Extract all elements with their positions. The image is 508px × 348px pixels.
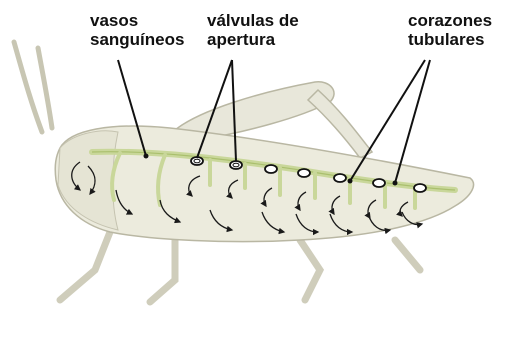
grasshopper-head xyxy=(58,131,118,230)
label-tubular-hearts-line-1: corazones xyxy=(408,11,492,30)
antennae xyxy=(14,42,52,132)
heart-pointer-dot xyxy=(348,179,353,184)
valve-opening xyxy=(298,169,310,177)
vessel-pointer-dot xyxy=(144,154,149,159)
label-blood-vessels-line-1: vasos xyxy=(90,11,184,30)
label-valves-line-1: válvulas de xyxy=(207,11,299,30)
label-tubular-hearts: corazones tubulares xyxy=(408,11,492,49)
label-tubular-hearts-line-2: tubulares xyxy=(408,30,492,49)
label-valves: válvulas de apertura xyxy=(207,11,299,49)
label-blood-vessels-line-2: sanguíneos xyxy=(90,30,184,49)
legs xyxy=(60,232,420,302)
valve-opening xyxy=(265,165,277,173)
valve-opening xyxy=(191,157,203,165)
valve-opening xyxy=(230,161,242,169)
valve-opening xyxy=(373,179,385,187)
label-valves-line-2: apertura xyxy=(207,30,299,49)
valve-opening xyxy=(334,174,346,182)
label-blood-vessels: vasos sanguíneos xyxy=(90,11,184,49)
valve-opening xyxy=(414,184,426,192)
heart-pointer-dot xyxy=(393,181,398,186)
